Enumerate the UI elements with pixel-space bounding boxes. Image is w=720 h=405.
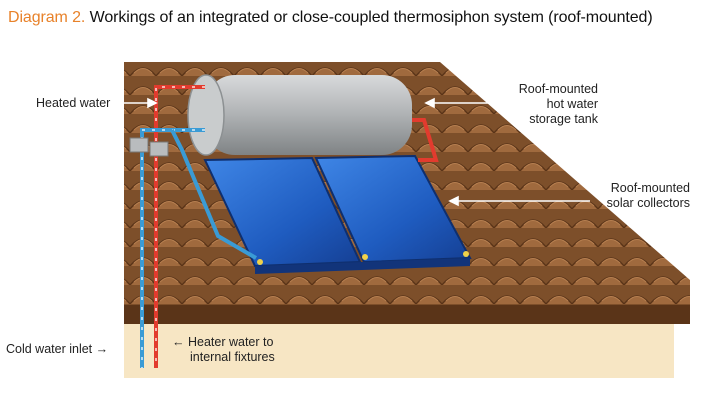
cold-feed-to-collector <box>170 129 258 260</box>
tank-label: Roof-mounted hot water storage tank <box>518 82 598 126</box>
heated-water-label: Heated water <box>36 96 111 110</box>
collectors-label: Roof-mounted solar collectors <box>606 181 690 210</box>
fixtures-label: ← Heater water to internal fixtures <box>172 335 275 364</box>
roof-edge <box>124 305 690 324</box>
interior-space <box>124 322 674 378</box>
hot-pipe <box>154 85 205 368</box>
pipe-bracket-left <box>129 137 149 153</box>
solar-collectors <box>203 154 472 274</box>
storage-tank <box>187 74 412 156</box>
diagram-title: Workings of an integrated or close-coupl… <box>89 9 653 26</box>
cold-pipe-dashes <box>141 129 205 368</box>
cold-water-inlet-label: Cold water inlet → <box>6 342 109 356</box>
page-title: Diagram 2. Workings of an integrated or … <box>8 9 653 27</box>
diagram-number: Diagram 2. <box>8 9 86 26</box>
pipe-bracket-right <box>149 141 169 157</box>
collector-hot-return <box>412 118 439 162</box>
